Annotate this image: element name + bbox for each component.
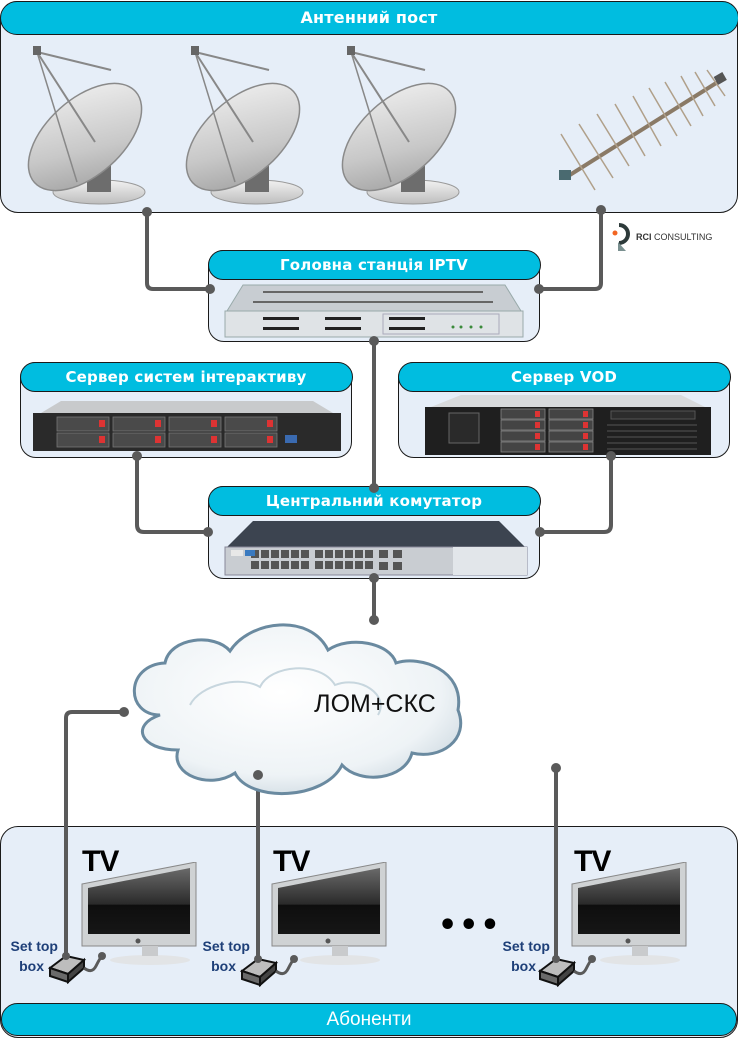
set-top-box-icon [537, 955, 596, 987]
subscribers-footer: Абоненти [1, 1003, 737, 1036]
rci-consulting-logo: RCI CONSULTING [612, 222, 712, 252]
rack-server-2u-icon [425, 395, 711, 455]
tv-icon [271, 862, 387, 965]
set-top-box-label: Set top box [192, 936, 250, 976]
antenna-post-header: Антенний пост [0, 0, 738, 35]
vod-server-panel: Сервер VOD [397, 361, 731, 458]
iptv-gateway-icon [224, 284, 524, 338]
satellite-dish-icon [185, 46, 304, 205]
stb-label-line1: Set top [502, 938, 550, 954]
headend-panel: Головна станція IPTV [207, 249, 541, 342]
wire-interactive-to-switch [135, 456, 208, 534]
headend-header: Головна станція IPTV [207, 249, 541, 280]
stb-label-line2: box [19, 958, 44, 974]
stb-label-line1: Set top [10, 938, 58, 954]
network-cloud-icon [132, 623, 463, 796]
logo-text: CONSULTING [654, 232, 713, 242]
tv-icon [81, 862, 197, 965]
core-switch-panel: Центральний комутатор [207, 485, 541, 579]
more-subscribers-ellipsis: ••• [438, 908, 502, 943]
wire-yagi-to-headend [539, 212, 603, 291]
interactive-server-panel: Сервер систем інтерактиву [19, 361, 353, 458]
network-switch-icon [224, 521, 528, 576]
tv-label: TV [574, 845, 611, 878]
wire-vod-to-switch [540, 456, 613, 534]
stb-label-line2: box [211, 958, 236, 974]
core-switch-header: Центральний комутатор [207, 485, 541, 516]
yagi-antenna-icon [559, 69, 727, 191]
interactive-server-header: Сервер систем інтерактиву [19, 361, 353, 392]
vod-server-header: Сервер VOD [397, 361, 731, 392]
set-top-box-icon [47, 952, 106, 984]
stb-label-line2: box [511, 958, 536, 974]
set-top-box-icon [239, 955, 298, 987]
set-top-box-label: Set top box [492, 936, 550, 976]
set-top-box-label: Set top box [0, 936, 58, 976]
logo-brand: RCI [636, 232, 652, 242]
rack-server-1u-icon [33, 401, 341, 451]
wire-dish-to-headend [145, 212, 210, 291]
stb-label-line1: Set top [202, 938, 250, 954]
tv-icon [571, 862, 687, 965]
satellite-dish-icon [27, 46, 146, 205]
satellite-dish-icon [341, 46, 460, 205]
antenna-post-panel: Антенний пост [0, 0, 738, 213]
rci-logo-icon [612, 223, 630, 251]
tv-label: TV [273, 845, 310, 878]
tv-label: TV [82, 845, 119, 878]
network-label: ЛОМ+СКС [314, 690, 436, 718]
